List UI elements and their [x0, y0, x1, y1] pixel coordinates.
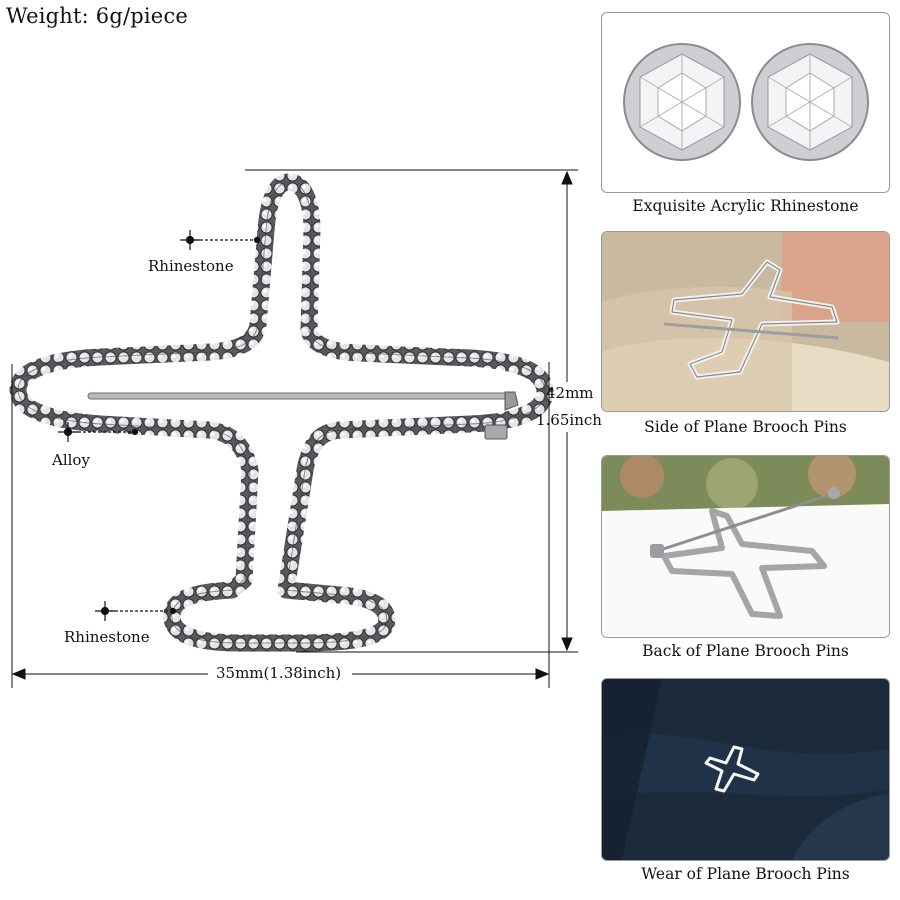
alloy-label: Alloy — [52, 451, 90, 469]
caption-rhinestone: Exquisite Acrylic Rhinestone — [632, 197, 859, 215]
gem-right — [751, 43, 869, 161]
rhinestone-photo — [601, 12, 890, 193]
rhinestone-bottom-label: Rhinestone — [64, 628, 150, 646]
height-inch-label: 1.65inch — [536, 411, 602, 429]
weight-label: Weight: 6g/piece — [6, 4, 189, 28]
side-view-photo — [601, 231, 890, 412]
plane-back — [661, 508, 827, 619]
height-dimension-line — [245, 169, 578, 653]
caption-side: Side of Plane Brooch Pins — [644, 418, 847, 436]
height-mm-label: 42mm — [546, 384, 594, 402]
gem-left — [623, 43, 741, 161]
brooch-diagram — [9, 169, 578, 688]
caption-wear: Wear of Plane Brooch Pins — [641, 865, 850, 883]
rhinestone-top-label: Rhinestone — [148, 257, 234, 275]
wear-photo — [601, 678, 890, 861]
back-view-photo — [601, 455, 890, 638]
plane-worn — [704, 745, 760, 793]
plane-brooch-image — [9, 173, 554, 652]
caption-back: Back of Plane Brooch Pins — [642, 642, 849, 660]
width-label: 35mm(1.38inch) — [216, 664, 342, 682]
pin-bar — [87, 392, 509, 400]
width-dimension-line — [11, 362, 550, 688]
callout-leaders — [58, 230, 261, 621]
